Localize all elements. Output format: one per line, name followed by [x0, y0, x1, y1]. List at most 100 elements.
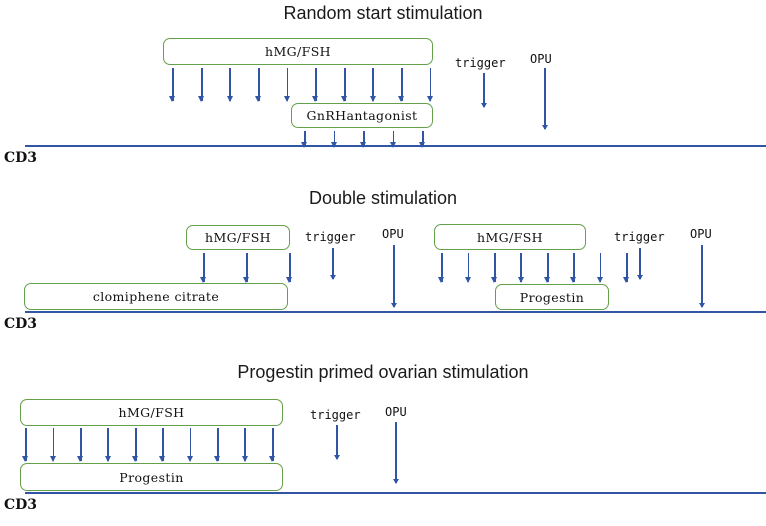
- hmg-fsh-box-first-label: hMG/FSH: [205, 230, 271, 245]
- arrow-shaft: [363, 131, 365, 147]
- arrow-head: [104, 455, 111, 462]
- double-stimulation-hmg-fsh-box-second[interactable]: hMG/FSH: [434, 224, 586, 250]
- arrow-head: [698, 302, 705, 308]
- arrow-head: [283, 95, 290, 102]
- panel-title-progestin-primed-ovarian-stimulation: Progestin primed ovarian stimulation: [237, 362, 529, 382]
- arrow-head: [77, 455, 84, 462]
- arrow-head: [623, 276, 630, 283]
- arrow-head: [198, 95, 204, 102]
- panel-title-random-start-stimulation: Random start stimulation: [283, 3, 483, 23]
- gnrh-antagonist-box-label: GnRHantagonist: [306, 108, 418, 123]
- arrow-shaft: [244, 428, 247, 461]
- arrow-shaft: [315, 68, 317, 101]
- arrow-shaft: [573, 253, 575, 282]
- arrow-head: [169, 95, 176, 102]
- arrow-shaft: [304, 131, 306, 147]
- arrow-shaft: [134, 428, 137, 461]
- arrow-shaft: [271, 428, 274, 461]
- arrow-head: [200, 276, 207, 283]
- arrow-shaft: [336, 425, 338, 459]
- random-start-stimulation-gnrh-antagonist-box[interactable]: GnRHantagonist: [291, 103, 433, 128]
- arrow-head: [570, 276, 577, 283]
- arrow-head: [159, 455, 166, 462]
- progestin-primed-ovarian-stimulation-opu-label: OPU: [385, 405, 407, 419]
- double-stimulation-progestin-box[interactable]: Progestin: [495, 284, 609, 310]
- arrow-head: [255, 95, 262, 102]
- arrow-shaft: [107, 428, 110, 461]
- double-stimulation-trigger-label-second: trigger: [614, 230, 665, 244]
- arrow-head: [438, 276, 445, 283]
- arrow-shaft: [25, 428, 27, 461]
- arrow-shaft: [544, 68, 546, 129]
- arrow-shaft: [493, 253, 496, 282]
- arrow-shaft: [286, 68, 289, 101]
- progestin-box-label: Progestin: [519, 289, 585, 305]
- arrow-head: [480, 102, 487, 108]
- arrow-shaft: [79, 428, 82, 461]
- arrow-shaft: [172, 68, 174, 101]
- arrow-head: [286, 276, 293, 283]
- double-stimulation-hmg-fsh-box-first[interactable]: hMG/FSH: [186, 225, 290, 250]
- arrow-shaft: [467, 253, 470, 282]
- arrow-shaft: [422, 131, 424, 147]
- arrow-head: [241, 455, 248, 462]
- arrow-head: [329, 274, 336, 280]
- arrow-head: [226, 95, 233, 102]
- arrow-head: [491, 276, 498, 283]
- hmg-fsh-box-second-label: hMG/FSH: [477, 229, 543, 245]
- arrow-shaft: [343, 68, 346, 101]
- arrow-head: [301, 141, 308, 148]
- arrow-head: [312, 95, 319, 102]
- arrow-head: [330, 141, 337, 148]
- progestin-primed-ovarian-stimulation-hmg-fsh-box[interactable]: hMG/FSH: [20, 399, 283, 426]
- hmg-fsh-box-label: hMG/FSH: [118, 405, 185, 420]
- arrow-shaft: [52, 428, 55, 461]
- arrow-shaft: [429, 68, 432, 101]
- arrow-head: [392, 478, 399, 484]
- arrow-head: [517, 276, 524, 283]
- arrow-head: [419, 141, 426, 148]
- arrow-head: [398, 95, 405, 102]
- progestin-primed-ovarian-stimulation-progestin-box[interactable]: Progestin: [20, 463, 283, 491]
- arrow-shaft: [333, 131, 336, 147]
- arrow-shaft: [189, 428, 192, 461]
- arrow-shaft: [639, 248, 641, 279]
- random-start-stimulation-hmg-fsh-box[interactable]: hMG/FSH: [163, 38, 433, 65]
- arrow-head: [390, 302, 397, 308]
- double-stimulation-opu-label-second: OPU: [690, 227, 712, 241]
- arrow-head: [464, 276, 471, 283]
- arrow-shaft: [200, 68, 203, 101]
- arrow-head: [269, 455, 275, 462]
- arrow-shaft: [520, 253, 523, 282]
- arrow-shaft: [372, 68, 375, 101]
- arrow-head: [636, 274, 643, 280]
- arrow-shaft: [392, 131, 395, 147]
- arrow-shaft: [229, 68, 232, 101]
- arrow-head: [596, 276, 603, 283]
- arrow-shaft: [441, 253, 443, 282]
- hmg-fsh-box-label: hMG/FSH: [265, 44, 331, 59]
- arrow-shaft: [599, 253, 602, 282]
- arrow-head: [360, 141, 367, 148]
- double-stimulation-clomiphene-citrate-box[interactable]: clomiphene citrate: [24, 283, 288, 310]
- random-start-stimulation-trigger-label: trigger: [455, 56, 506, 70]
- arrow-shaft: [625, 253, 628, 282]
- arrow-head: [22, 455, 29, 462]
- arrow-shaft: [332, 248, 334, 279]
- double-stimulation-trigger-label-first: trigger: [305, 230, 356, 244]
- arrow-head: [541, 124, 548, 130]
- arrow-shaft: [701, 245, 703, 307]
- arrow-shaft: [216, 428, 219, 461]
- arrow-head: [49, 455, 56, 462]
- double-stimulation-opu-label-first: OPU: [382, 227, 404, 241]
- arrow-shaft: [257, 68, 260, 101]
- arrow-head: [214, 455, 221, 462]
- random-start-stimulation-opu-label: OPU: [530, 52, 552, 66]
- cd3-label-2: CD3: [4, 316, 38, 332]
- arrow-head: [243, 276, 250, 283]
- arrow-shaft: [395, 422, 397, 483]
- arrow-head: [369, 95, 376, 102]
- arrow-head: [341, 95, 347, 102]
- arrow-head: [544, 276, 550, 283]
